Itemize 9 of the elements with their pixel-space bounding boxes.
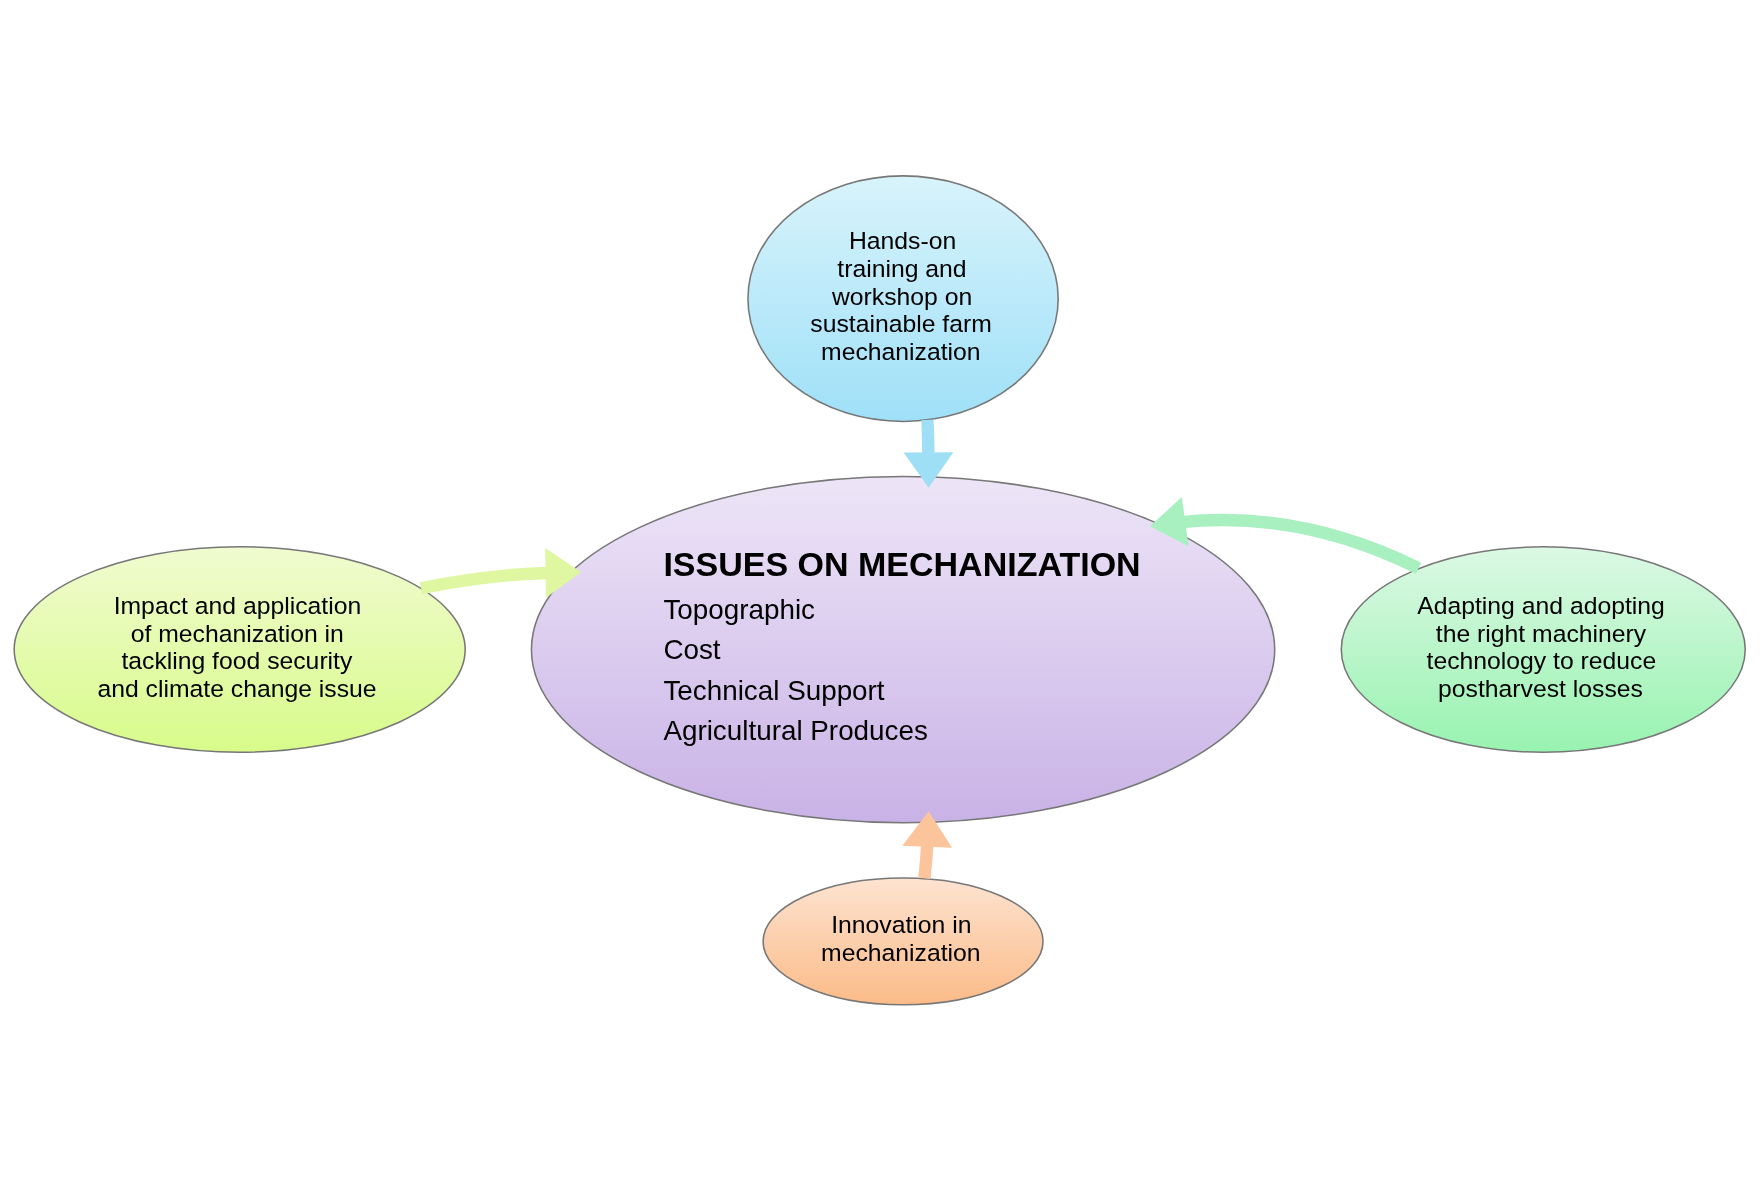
node-ellipse: Hands-on training and workshop on sustainable farm mechanization bbox=[747, 174, 1059, 422]
node-ellipse: ISSUES ON MECHANIZATION Topographic Cost Technical Support Agricultural Produces bbox=[530, 475, 1276, 823]
node-ellipse: Innovation in mechanization bbox=[762, 876, 1044, 1006]
arrow bbox=[419, 547, 582, 598]
arrow bbox=[1149, 496, 1422, 574]
arrow bbox=[903, 419, 954, 488]
arrow bbox=[902, 810, 953, 879]
node-ellipse: Impact and application of mechanization in tackling food security and climate change issue bbox=[13, 545, 466, 753]
node-ellipse: Adapting and adopting the right machinery technology to reduce postharvest losses bbox=[1340, 545, 1747, 753]
